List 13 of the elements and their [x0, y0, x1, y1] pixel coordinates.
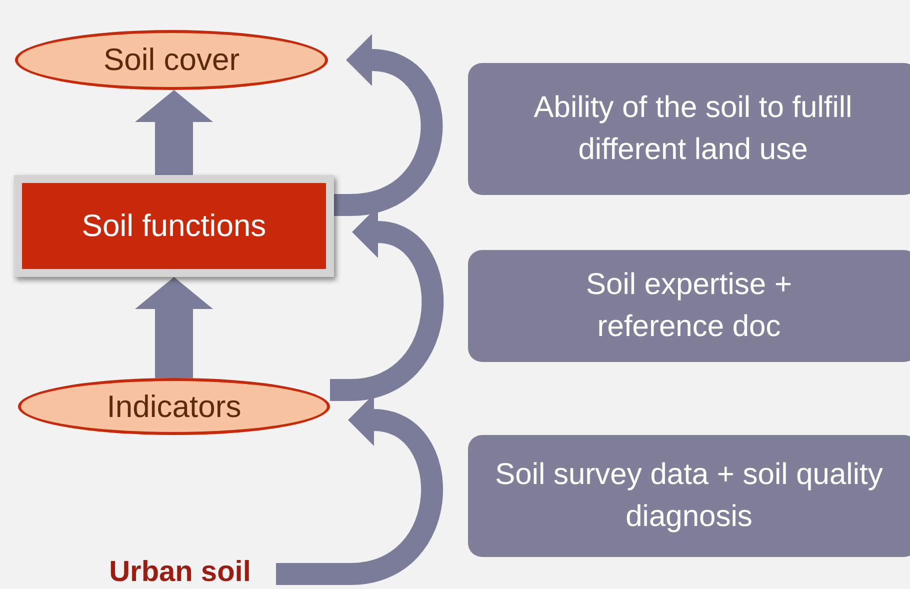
node-label: Soil survey data + soil quality diagnosis	[494, 457, 884, 535]
info-box	[468, 63, 910, 195]
node-label: Soil functions	[82, 208, 266, 244]
block-arrow	[135, 90, 213, 175]
block-arrow	[135, 277, 213, 378]
node-label: Indicators	[106, 388, 242, 424]
process-box	[14, 175, 334, 277]
node-label: Soil expertise + reference doc	[585, 267, 793, 345]
node-label: Soil cover	[103, 42, 240, 78]
info-box	[468, 435, 910, 557]
info-box	[468, 250, 910, 362]
node-label: Urban soil	[109, 556, 251, 589]
node-label: Ability of the soil to fulfill different land use	[532, 90, 854, 168]
